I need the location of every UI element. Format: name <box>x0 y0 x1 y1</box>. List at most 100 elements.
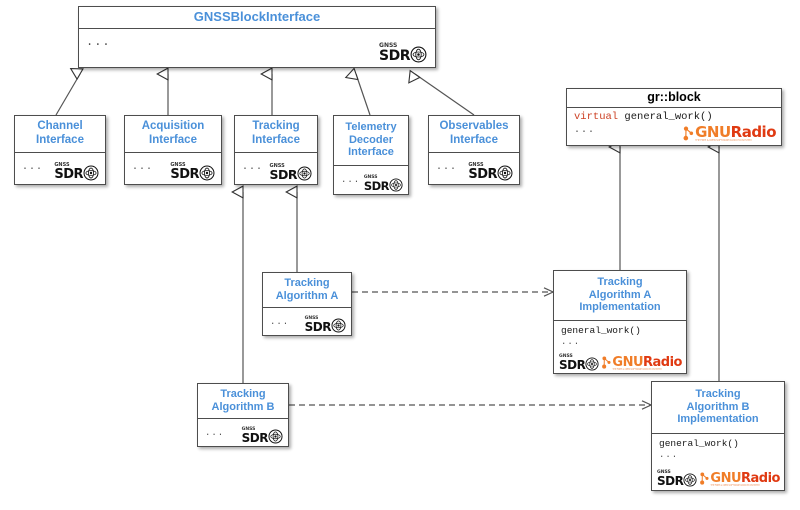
class-box-gr-block[interactable]: gr::block virtual general_work() ... <box>566 88 782 146</box>
class-title-line: Interface <box>348 146 394 159</box>
members-ellipsis: ... <box>561 337 581 348</box>
satellite-orbit-icon <box>389 178 403 192</box>
members-ellipsis: ... <box>242 162 264 173</box>
class-body-acquisition-interface: ... GNSS SDR <box>125 153 221 184</box>
gnss-sdr-logo-small-text: GNSS <box>559 353 573 359</box>
gnuradio-logo-gnu: GNU <box>612 354 644 370</box>
logo-row: GNSS SDR <box>241 426 283 445</box>
class-title-telemetry-decoder-interface: Telemetry Decoder Interface <box>334 116 408 166</box>
gnss-sdr-logo-small-text: GNSS <box>468 162 484 168</box>
class-title-line: Interface <box>450 133 498 146</box>
gnss-sdr-logo-large-text: SDR <box>379 48 410 64</box>
gnss-sdr-logo-large-text: SDR <box>559 358 586 372</box>
members-ellipsis: ... <box>574 124 596 136</box>
class-box-tracking-algorithm-a-implementation[interactable]: Tracking Algorithm A Implementation gene… <box>553 270 687 374</box>
logo-row: GNSS SDR <box>170 163 215 181</box>
class-body-tracking-algorithm-b-implementation: general_work() ... GNSS SDR <box>652 434 784 490</box>
class-title-line: Interface <box>252 133 300 146</box>
class-title-line: Algorithm B <box>686 400 750 413</box>
gnss-sdr-logo-large-text: SDR <box>657 474 684 488</box>
class-title-line: Algorithm B <box>211 400 275 413</box>
gnss-sdr-logo: GNSS SDR <box>241 426 283 445</box>
members-ellipsis: ... <box>436 162 458 173</box>
gnss-sdr-logo: GNSS SDR <box>363 175 403 193</box>
gnss-sdr-logo-large-text: SDR <box>269 166 297 182</box>
class-title-line: GNSSBlockInterface <box>193 9 321 25</box>
class-body-tracking-interface: ... GNSS SDR <box>235 153 317 184</box>
class-body-tracking-algorithm-a-implementation: general_work() ... GNSS SDR <box>554 321 686 373</box>
class-title-line: Telemetry <box>345 120 397 133</box>
class-box-channel-interface[interactable]: Channel Interface ... GNSS SDR <box>14 115 106 185</box>
class-title-tracking-algorithm-b: Tracking Algorithm B <box>198 384 288 419</box>
members-ellipsis: ... <box>22 162 44 173</box>
logo-row: GNSS SDR <box>559 353 682 372</box>
gnuradio-mark-icon <box>602 356 611 369</box>
members-ellipsis: ... <box>341 175 361 185</box>
class-box-tracking-interface[interactable]: Tracking Interface ... GNSS SDR <box>234 115 318 185</box>
class-box-observables-interface[interactable]: Observables Interface ... GNSS SDR <box>428 115 520 185</box>
class-title-line: Implementation <box>677 413 759 426</box>
gnss-sdr-logo-small-text: GNSS <box>54 162 70 168</box>
class-title-line: Decoder <box>348 133 394 146</box>
gnss-sdr-logo: GNSS SDR <box>379 43 427 63</box>
gnss-sdr-logo: GNSS SDR <box>269 163 312 182</box>
class-box-telemetry-decoder-interface[interactable]: Telemetry Decoder Interface ... GNSS SDR <box>333 115 409 195</box>
class-box-tracking-algorithm-b-implementation[interactable]: Tracking Algorithm B Implementation gene… <box>651 381 785 491</box>
gnss-sdr-logo-small-text: GNSS <box>170 162 186 168</box>
edge-channel-to-gnssblockinterface <box>55 74 80 116</box>
member-signature: virtual general_work() <box>574 111 775 125</box>
members-ellipsis: ... <box>270 317 290 327</box>
gnss-sdr-logo-large-text: SDR <box>241 431 269 445</box>
keyword-virtual: virtual <box>574 111 619 123</box>
satellite-orbit-icon <box>83 165 99 181</box>
logo-row: GNSS SDR <box>363 175 403 193</box>
class-title-line: gr::block <box>647 90 701 105</box>
class-title-observables-interface: Observables Interface <box>429 116 519 153</box>
class-title-tracking-algorithm-a-implementation: Tracking Algorithm A Implementation <box>554 271 686 321</box>
method-general-work: general_work() <box>659 438 739 449</box>
logo-row: GNURadio THE FREE & OPEN SOFTWARE RADIO … <box>682 123 777 143</box>
gnss-sdr-logo-large-text: SDR <box>468 167 497 182</box>
gnuradio-logo-radio: Radio <box>643 354 682 370</box>
members-ellipsis: ... <box>205 428 225 438</box>
class-title-line: Tracking <box>284 276 330 289</box>
class-box-acquisition-interface[interactable]: Acquisition Interface ... GNSS SDR <box>124 115 222 185</box>
class-title-line: Interface <box>36 133 84 146</box>
class-title-line: Tracking <box>695 387 741 400</box>
gnuradio-logo-tagline: THE FREE & OPEN SOFTWARE RADIO ECOSYSTEM <box>695 139 752 143</box>
class-title-acquisition-interface: Acquisition Interface <box>125 116 221 153</box>
gnss-sdr-logo-large-text: SDR <box>170 167 199 182</box>
gnss-sdr-logo-large-text: SDR <box>363 178 390 193</box>
gnss-sdr-logo-small-text: GNSS <box>241 426 256 432</box>
class-title-line: Tracking <box>597 275 643 288</box>
method-general-work: general_work() <box>624 111 713 123</box>
gnuradio-logo-radio: Radio <box>730 123 777 142</box>
class-title-line: Channel <box>37 119 83 132</box>
edge-observables-to-gnssblockinterface <box>415 74 475 116</box>
gnss-sdr-logo-large-text: SDR <box>304 320 332 334</box>
gnss-sdr-logo-small-text: GNSS <box>657 469 671 475</box>
gnss-sdr-logo: GNSS SDR <box>468 163 513 181</box>
class-title-gr-block: gr::block <box>567 89 781 108</box>
class-title-line: Interface <box>149 133 197 146</box>
satellite-orbit-icon <box>497 165 513 181</box>
gnuradio-logo-tagline: THE FREE & OPEN SOFTWARE RADIO ECOSYSTEM <box>710 483 760 487</box>
gnuradio-logo-gnu: GNU <box>710 470 742 486</box>
logo-row: GNSS SDR <box>657 469 780 488</box>
class-box-gnss-block-interface[interactable]: GNSSBlockInterface ... GNSS SDR <box>78 6 436 68</box>
class-box-tracking-algorithm-a[interactable]: Tracking Algorithm A ... GNSS SDR <box>262 272 352 336</box>
logo-row: GNSS SDR <box>468 163 513 181</box>
class-body-gr-block: virtual general_work() ... GNURadio <box>567 108 781 145</box>
gnss-sdr-logo-small-text: GNSS <box>363 175 378 180</box>
class-body-gnss-block-interface: ... GNSS SDR <box>79 29 435 67</box>
class-title-line: Observables <box>439 119 509 132</box>
satellite-orbit-icon <box>199 165 215 181</box>
gnuradio-logo-tagline: THE FREE & OPEN SOFTWARE RADIO ECOSYSTEM <box>612 367 662 371</box>
gnss-sdr-logo: GNSS SDR <box>559 353 599 372</box>
gnss-sdr-logo: GNSS SDR <box>304 316 346 334</box>
class-box-tracking-algorithm-b[interactable]: Tracking Algorithm B ... GNSS SDR <box>197 383 289 447</box>
satellite-orbit-icon <box>331 318 346 333</box>
logo-row: GNSS SDR <box>269 163 312 182</box>
gnuradio-logo-radio: Radio <box>741 470 780 486</box>
